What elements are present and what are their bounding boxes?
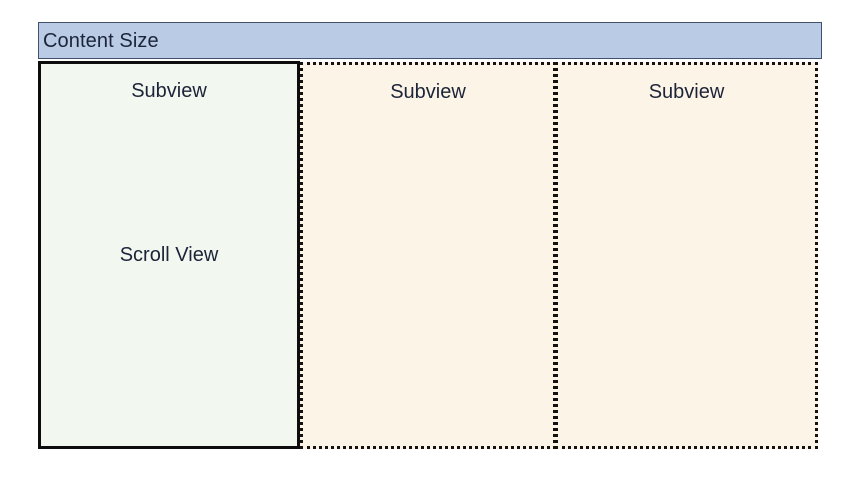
subview-label-3: Subview	[648, 81, 725, 103]
subview-box-2: Subview	[300, 62, 556, 449]
scroll-view-label: Scroll View	[119, 244, 219, 266]
subview-label-2: Subview	[390, 81, 466, 103]
scroll-view-box: Subview Scroll View	[38, 61, 300, 449]
content-size-bar: Content Size	[38, 22, 822, 59]
subview-box-3: Subview	[555, 62, 818, 449]
content-size-label: Content Size	[43, 29, 159, 52]
scroll-view-subview-label: Subview	[131, 80, 207, 102]
